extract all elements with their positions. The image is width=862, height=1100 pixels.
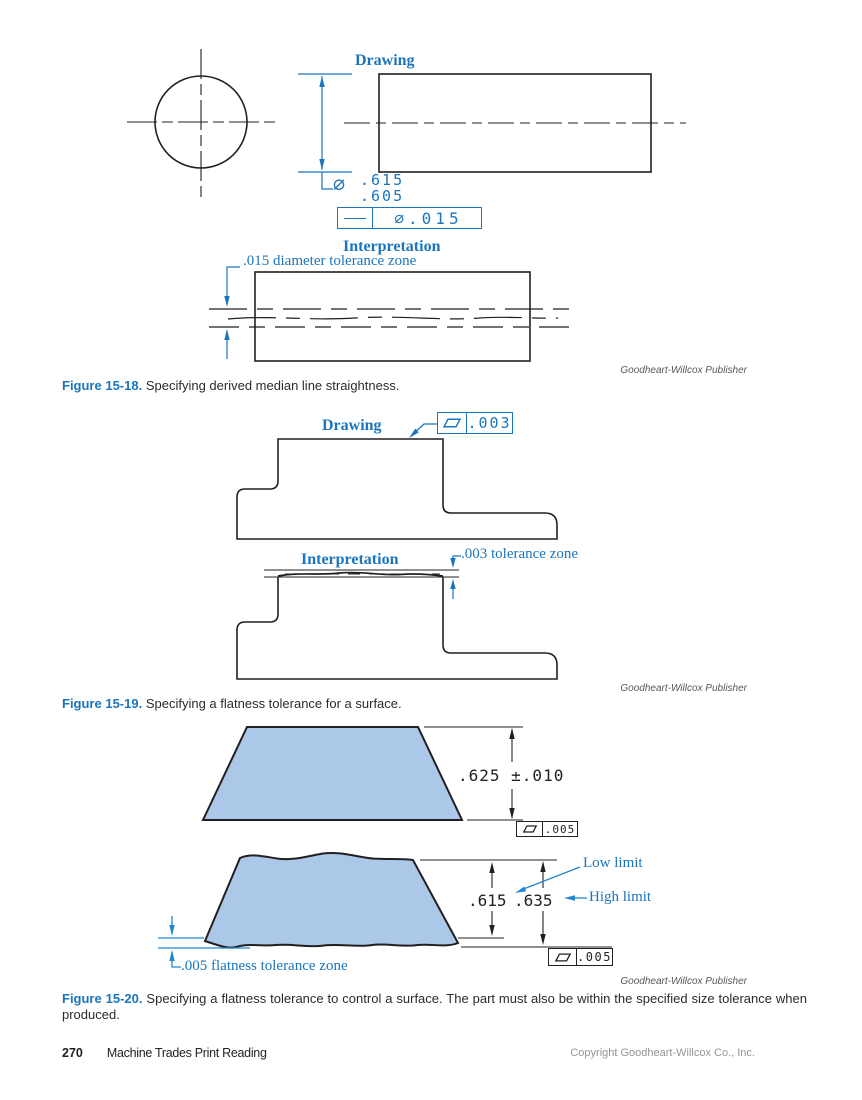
copyright-notice: Copyright Goodheart-Willcox Co., Inc. [570,1047,755,1059]
fig-15-19-caption-text: Specifying a flatness tolerance for a su… [145,696,402,711]
fig-15-18-drawing-label: Drawing [355,52,415,69]
high-limit-arrow-up [540,861,546,872]
zone-callout-lines [226,266,240,359]
fig-15-20-caption-number: Figure 15-20. [62,991,143,1006]
dim-arrow-up [319,76,325,87]
fig-15-19-zone-label: .003 tolerance zone [461,546,579,562]
flatness-symbol-cell [438,413,467,433]
low-limit-arrow-down [489,925,495,936]
size-upper-limit: .615 [360,171,405,189]
fig-15-19-caption-number: Figure 15-19. [62,696,143,711]
zone-arrow-up [169,950,175,961]
limit-callout-leaders [520,866,587,899]
publisher-credit: Goodheart-Willcox Publisher [620,976,747,987]
fig-15-20-drawing-view [201,726,523,821]
flatness-icon [443,418,461,428]
straightness-symbol-cell [338,208,373,228]
high-limit-value: .635 [514,891,553,910]
zone-arrow-down [450,558,456,568]
low-limit-label: Low limit [583,855,643,871]
limit-dimension-lines [420,859,612,948]
flatness-icon [554,952,571,962]
dim-arrow-up [509,728,515,739]
straightness-icon [344,217,366,219]
side-view-rect [378,73,652,173]
diameter-symbol: ∅ [333,172,346,196]
fig-15-19-interpretation-view [236,555,558,680]
fig-15-19-interpretation-label: Interpretation [301,551,399,568]
flatness-tolerance-value-top: .005 [544,822,576,836]
flatness-tolerance-value-bottom: .005 [577,950,612,964]
fig-15-18-caption-number: Figure 15-18. [62,378,143,393]
flatness-symbol-cell [517,822,543,836]
fig-15-20-caption: Figure 15-20. Specifying a flatness tole… [62,991,807,1022]
dim-arrow-down [509,808,515,819]
publisher-credit: Goodheart-Willcox Publisher [620,683,747,694]
dim-arrow-down [319,159,325,170]
fig-15-18-zone-label: .015 diameter tolerance zone [243,253,417,269]
zone-arrow-up [224,329,230,340]
fig-15-20-zone-label: .005 flatness tolerance zone [181,958,348,974]
fig-15-18-caption: Figure 15-18. Specifying derived median … [62,378,762,394]
flatness-feature-control-frame-top: .005 [516,821,578,837]
fig-15-18-interpretation-view [209,266,578,362]
book-title: Machine Trades Print Reading [106,1046,267,1060]
zone-arrow-down [169,925,175,936]
stepped-part-outline [236,438,558,540]
high-limit-arrow-down [540,934,546,945]
page-number: 270 [62,1046,83,1060]
zone-arrow-down [224,296,230,307]
flatness-tolerance-value: .003 [467,414,512,432]
footer-left: 270 Machine Trades Print Reading [62,1046,267,1060]
size-dimension-text: .625 ±.010 [458,766,565,785]
fcf-leader-arrow [409,428,419,438]
fig-15-18-caption-text: Specifying derived median line straightn… [145,378,400,393]
stepped-part-outline [236,577,558,680]
flatness-feature-control-frame-bottom: .005 [548,948,613,966]
flatness-icon [522,825,537,833]
publisher-credit: Goodheart-Willcox Publisher [620,365,747,376]
straightness-feature-control-frame: ∅.015 [337,207,482,229]
trapezoid-part [201,726,464,821]
fig-15-19-drawing-view [236,423,558,540]
flatness-zone-lines [158,916,250,968]
flatness-symbol-cell [549,949,577,965]
fig-15-20-produced-view [158,852,612,968]
high-limit-label: High limit [589,889,652,905]
fig-15-18-drawing-view [127,49,686,197]
low-limit-arrow-up [489,862,495,873]
fig-15-19-caption: Figure 15-19. Specifying a flatness tole… [62,696,762,712]
flatness-feature-control-frame: .003 [437,412,513,434]
straightness-tolerance-value: ∅.015 [394,208,463,228]
diameter-dimension-lines [298,73,352,190]
zone-arrow-up [450,579,456,589]
size-lower-limit: .605 [360,187,405,205]
low-limit-value: .615 [468,891,507,910]
wavy-produced-part [203,852,460,949]
interpretation-rect [254,271,531,362]
high-limit-leader-arrow [564,895,575,901]
low-limit-leader-arrow [515,886,527,893]
fig-15-19-drawing-label: Drawing [322,417,382,434]
derived-median-line [227,316,559,320]
fig-15-18-interpretation-label: Interpretation [343,238,441,255]
fig-15-20-caption-text: Specifying a flatness tolerance to contr… [62,991,807,1022]
